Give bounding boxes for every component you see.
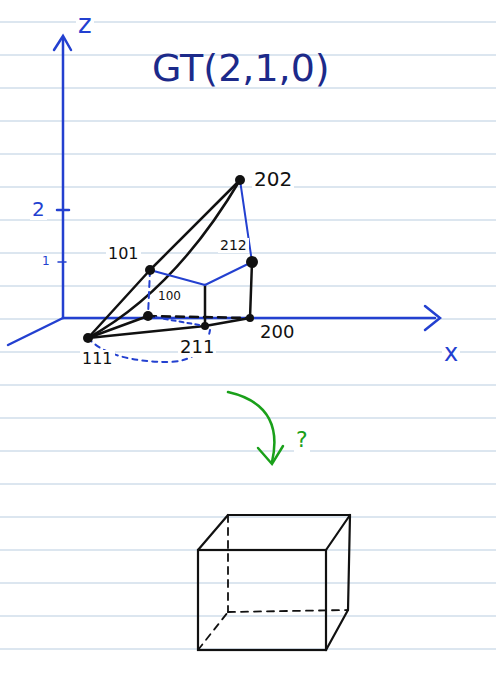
vertex-dots <box>83 175 258 343</box>
tick-label: 2 <box>30 198 47 220</box>
tick-label: 1 <box>40 255 52 268</box>
vertex-label: 202 <box>252 168 294 190</box>
polytope-edges <box>88 180 252 338</box>
ruled-lines <box>0 22 496 649</box>
question-mark: ? <box>294 428 310 452</box>
vertex-label: 101 <box>106 245 141 263</box>
vertex-label: 200 <box>258 322 296 342</box>
vertex-label: 211 <box>178 337 216 357</box>
axis-label: x <box>442 340 460 366</box>
vertex-label: 100 <box>156 290 183 303</box>
vertex-label: 111 <box>80 350 115 368</box>
axis-label: z <box>76 10 94 39</box>
vertex-label: 212 <box>218 238 249 253</box>
blue-strokes <box>88 180 252 362</box>
title-heading: GT(2,1,0) <box>150 48 332 90</box>
question-arrow <box>228 392 283 464</box>
cube-sketch <box>198 515 350 650</box>
axes <box>8 36 440 345</box>
